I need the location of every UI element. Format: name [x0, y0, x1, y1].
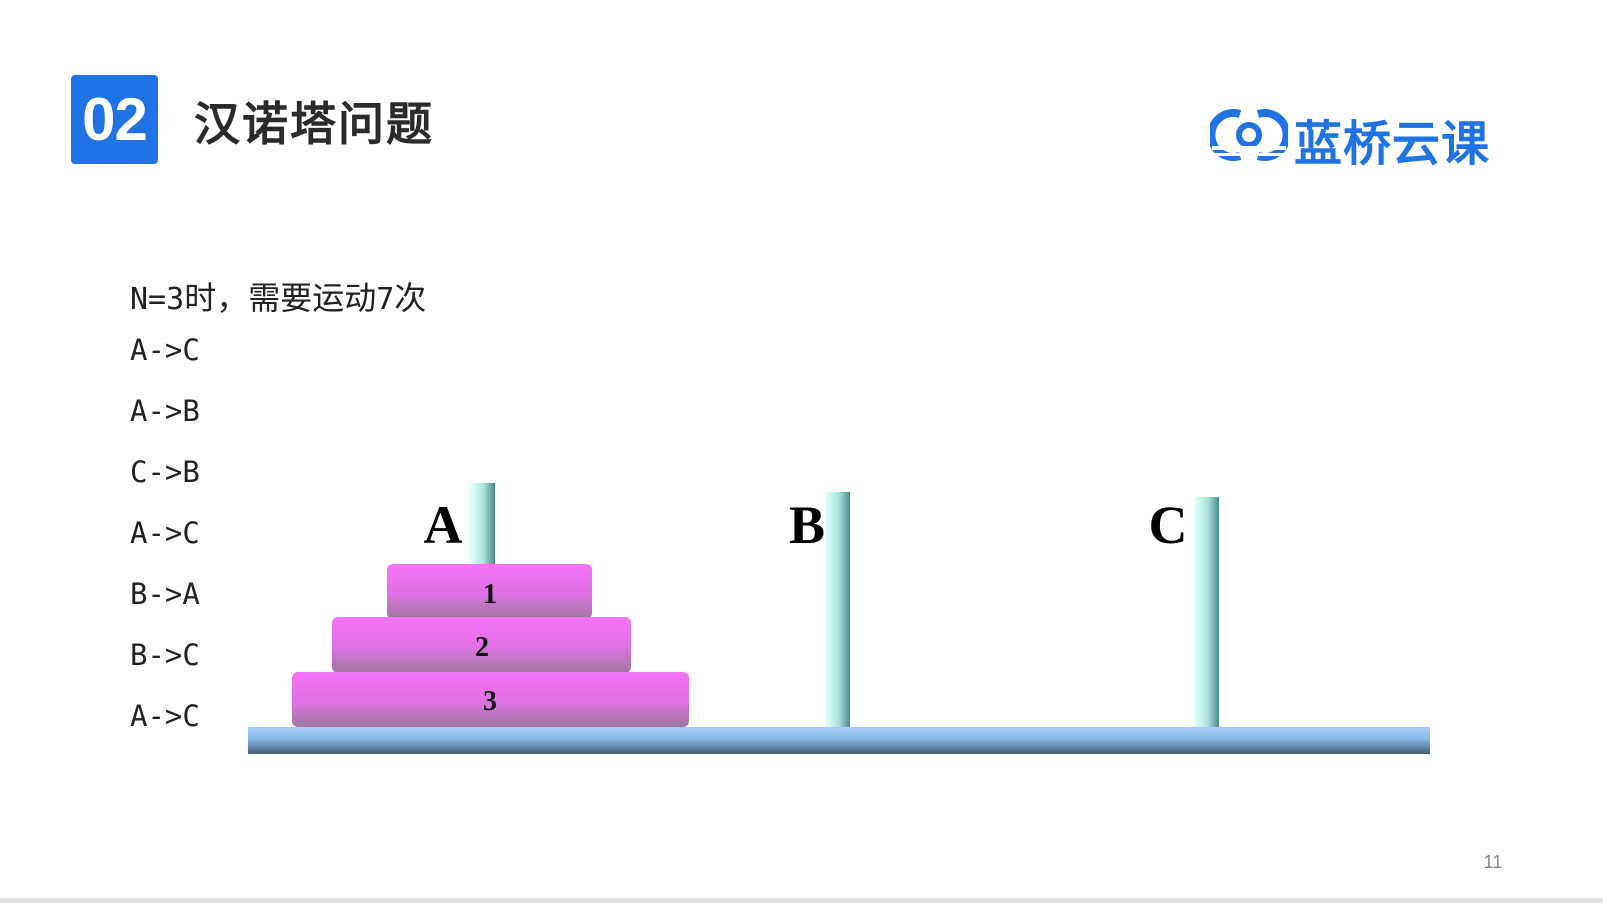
intro-suffix: 次	[394, 279, 427, 317]
move-item: A->C	[130, 333, 200, 367]
intro-prefix: N=3	[130, 282, 185, 317]
peg-c	[1194, 497, 1219, 730]
move-item: B->A	[130, 577, 200, 611]
move-item: B->C	[130, 638, 200, 672]
move-item: A->C	[130, 516, 200, 550]
peg-label-a: A	[424, 495, 463, 555]
logo-text: 蓝桥云课	[1294, 116, 1491, 172]
move-item: A->C	[130, 699, 200, 733]
peg-b	[825, 492, 850, 730]
move-item: C->B	[130, 455, 200, 489]
peg-label-c: C	[1149, 495, 1188, 555]
disk-2	[332, 617, 631, 673]
logo-mark-icon	[1210, 109, 1288, 161]
page-number: 11	[1483, 852, 1503, 872]
disk-1	[387, 564, 592, 619]
bottom-divider	[0, 898, 1603, 903]
slide-title: 汉诺塔问题	[194, 97, 434, 151]
disk-label-3: 3	[483, 686, 497, 717]
intro-line: N=3时，需要运动7次	[130, 273, 426, 319]
intro-count: 7	[376, 282, 395, 317]
section-number-badge: 02	[71, 75, 158, 164]
move-item: A->B	[130, 394, 200, 428]
disk-label-1: 1	[483, 579, 497, 610]
intro-middle: 时，需要运动	[184, 279, 377, 317]
peg-label-b: B	[789, 495, 825, 555]
disk-3	[292, 672, 689, 727]
base-platform	[248, 727, 1430, 754]
disk-label-2: 2	[475, 632, 489, 663]
